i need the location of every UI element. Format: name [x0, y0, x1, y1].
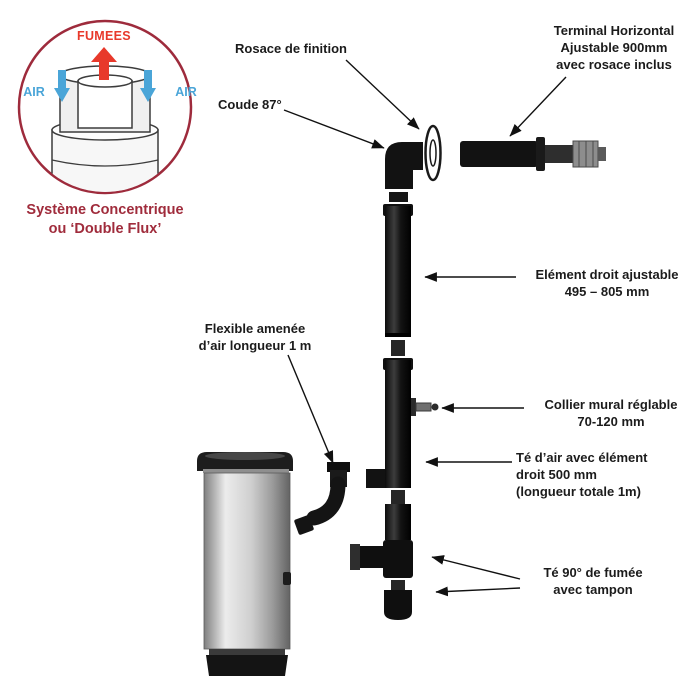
label-te-air-line1: Té d’air avec élément	[516, 450, 648, 465]
air-down-arrow-left-icon	[54, 70, 70, 102]
stove-handle	[283, 572, 291, 585]
pipe-joint-upper	[391, 340, 405, 356]
callout-line-coude	[283, 109, 385, 149]
label-te-air-line3: (longueur totale 1m)	[516, 484, 641, 500]
inset-caption-line2: ou ‘Double Flux’	[48, 220, 162, 237]
rosette-disc	[424, 124, 442, 182]
wall-collar	[411, 398, 439, 416]
tampon-cap	[384, 580, 412, 620]
label-te-air-line2: droit 500 mm	[516, 467, 597, 483]
callout-line-flexible	[287, 354, 334, 464]
label-element-droit: Elément droit ajustable 495 – 805 mm	[518, 266, 696, 300]
callout-lines	[283, 59, 567, 597]
label-element-droit-line1: Elément droit ajustable	[535, 267, 679, 282]
air-label-right: AIR	[175, 85, 197, 99]
label-rosace-line1: Rosace de finition	[235, 41, 347, 56]
label-terminal: Terminal Horizontal Ajustable 900mm avec…	[534, 22, 694, 73]
inset-caption: Système Concentrique ou ‘Double Flux’	[8, 201, 202, 239]
air-label-left: AIR	[23, 85, 45, 99]
air-down-arrow-right-icon	[140, 70, 156, 102]
callout-line-terminal	[509, 76, 567, 137]
stove-base	[206, 655, 288, 676]
label-terminal-line2: Ajustable 900mm	[560, 40, 668, 56]
elbow-87	[385, 142, 423, 189]
label-flexible-line1: Flexible amenée	[204, 321, 306, 336]
smoke-tee-90	[350, 540, 413, 578]
label-collier-line2: 70-120 mm	[577, 414, 645, 430]
label-element-droit-line2: 495 – 805 mm	[564, 284, 650, 300]
stove-body	[203, 472, 291, 650]
inset-caption-line1: Système Concentrique	[26, 202, 184, 218]
concentric-system-inset	[17, 19, 193, 195]
terminal-horizontal	[460, 137, 606, 171]
flexible-air-hose	[294, 462, 350, 535]
stove-top-highlight	[205, 452, 285, 460]
smoke-up-arrow-icon	[91, 47, 117, 80]
callout-line-te-fumee-1	[431, 555, 521, 580]
label-te-fumee: Té 90° de fumée avec tampon	[522, 564, 664, 598]
label-collier: Collier mural réglable 70-120 mm	[526, 396, 696, 430]
elbow-coupling	[389, 192, 408, 202]
label-terminal-line3: avec rosace inclus	[556, 57, 672, 73]
stove-rim	[203, 469, 289, 473]
label-coude: Coude 87°	[218, 96, 308, 113]
straight-element-adjustable	[383, 204, 413, 337]
label-te-air: Té d’air avec élément droit 500 mm (long…	[516, 449, 688, 500]
label-flexible-line2: d’air longueur 1 m	[198, 338, 312, 354]
stove-base-step	[209, 649, 285, 655]
pipe-joint-lower	[391, 490, 405, 504]
concentric-pipe-illustration	[51, 65, 159, 192]
label-te-fumee-line1: Té 90° de fumée	[543, 565, 643, 580]
fumees-label: FUMEES	[77, 29, 131, 43]
callout-line-te-fumee-2	[435, 586, 521, 597]
label-te-fumee-line2: avec tampon	[553, 582, 633, 598]
label-coude-line1: Coude 87°	[218, 97, 282, 112]
label-flexible: Flexible amenée d’air longueur 1 m	[184, 320, 326, 354]
pipe-segment-lower	[385, 504, 411, 540]
stove	[197, 452, 293, 676]
air-tee-straight-element	[383, 358, 413, 488]
air-inlet-stub	[366, 469, 385, 488]
label-collier-line1: Collier mural réglable	[544, 397, 678, 412]
flue-assembly	[294, 124, 606, 620]
callout-line-rosace	[345, 59, 420, 130]
label-rosace: Rosace de finition	[225, 40, 357, 57]
label-terminal-line1: Terminal Horizontal	[553, 23, 675, 38]
